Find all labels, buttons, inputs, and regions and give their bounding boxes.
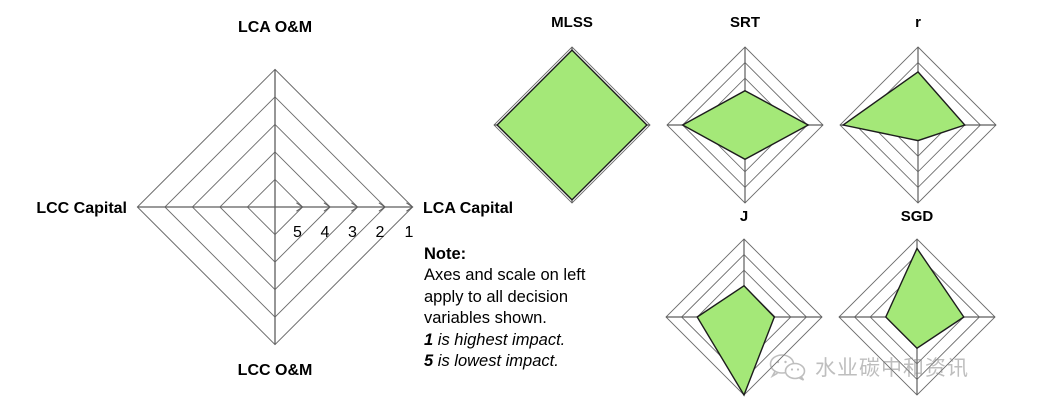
note-lowest-impact: 5 is lowest impact. [424, 351, 634, 372]
radar-panel-sgd: SGD [838, 208, 996, 396]
note-block: Note: Axes and scale on left apply to al… [424, 244, 634, 373]
note-highest-impact: 1 is highest impact. [424, 330, 634, 351]
radar-title-sgd: SGD [901, 208, 934, 225]
main-tick-label-5: 5 [293, 224, 302, 241]
note-lowest-impact-text: is lowest impact. [433, 352, 559, 371]
radar-title-r: r [915, 14, 921, 31]
radar-title-srt: SRT [730, 14, 760, 31]
main-axis-label-bottom: LCC O&M [238, 362, 313, 379]
note-heading: Note: [424, 245, 467, 263]
radar-panel-mlss: MLSS [493, 14, 651, 204]
note-line-1: Axes and scale on left [424, 266, 586, 285]
main-radar-axes [137, 69, 413, 345]
main-axis-label-left: LCC Capital [36, 200, 127, 217]
main-radar-tick-marks [296, 202, 414, 212]
radar-title-j: J [740, 208, 748, 225]
main-axis-label-top: LCA O&M [238, 19, 312, 36]
note-lowest-impact-value: 5 [424, 352, 434, 371]
main-tick-label-4: 4 [321, 224, 330, 241]
main-tick-label-1: 1 [405, 224, 414, 241]
note-highest-impact-text: is highest impact. [433, 330, 566, 349]
mlss-series-polygon [496, 49, 648, 201]
radar-panel-j: J [665, 208, 823, 397]
main-axis-label-right: LCA Capital [423, 200, 513, 217]
sgd-series-polygon [884, 246, 965, 350]
main-radar-panel: 5 4 3 2 1 LCA O&M LCA Capital LCC O&M LC… [36, 19, 513, 379]
srt-series-polygon [681, 89, 810, 161]
radar-panel-srt: SRT [666, 14, 824, 204]
main-tick-label-2: 2 [376, 224, 385, 241]
r-series-polygon [841, 70, 967, 142]
radar-title-mlss: MLSS [551, 14, 593, 31]
j-series-polygon [696, 284, 776, 397]
main-tick-label-3: 3 [348, 224, 357, 241]
note-line-2: apply to all decision [424, 287, 569, 306]
radar-panel-r: r [839, 14, 997, 204]
note-highest-impact-value: 1 [424, 330, 434, 349]
note-line-3: variables shown. [424, 309, 547, 328]
